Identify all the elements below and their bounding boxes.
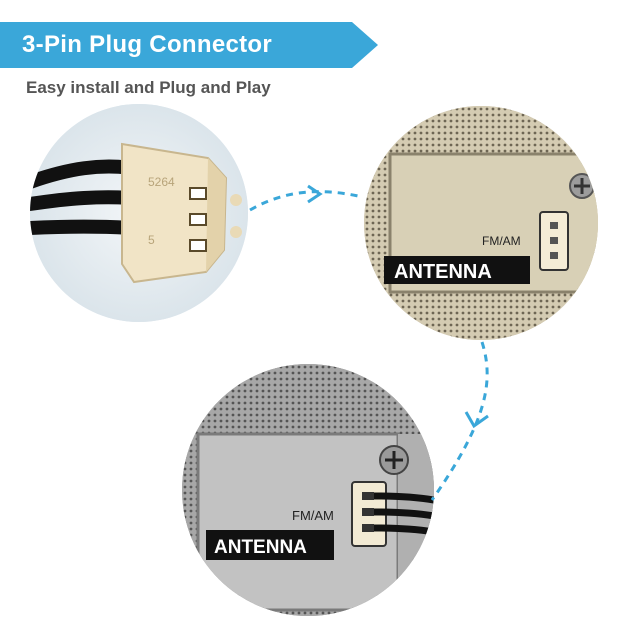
plug-marking-bottom: 5: [148, 233, 155, 247]
antenna-label-bottom: ANTENNA: [214, 537, 307, 558]
antenna-label-top: ANTENNA: [394, 261, 492, 283]
fm-am-label-bottom: FM/AM: [292, 508, 334, 523]
panel-bottom-image: FM/AM ANTENNA: [182, 364, 434, 616]
page-title: 3-Pin Plug Connector: [22, 31, 273, 58]
title-banner: 3-Pin Plug Connector: [0, 22, 378, 68]
panel-top-image: FM/AM ANTENNA: [364, 106, 598, 340]
plug-marking-top: 5264: [148, 175, 175, 189]
plug-closeup-image: 5264 5: [30, 104, 248, 322]
subtitle: Easy install and Plug and Play: [26, 78, 271, 97]
connector-socket-icon: [539, 211, 569, 271]
screw-icon: [569, 173, 595, 199]
plug-housing: 5264 5: [121, 142, 242, 284]
screw-icon: [379, 445, 409, 475]
fm-am-label-top: FM/AM: [482, 234, 521, 248]
